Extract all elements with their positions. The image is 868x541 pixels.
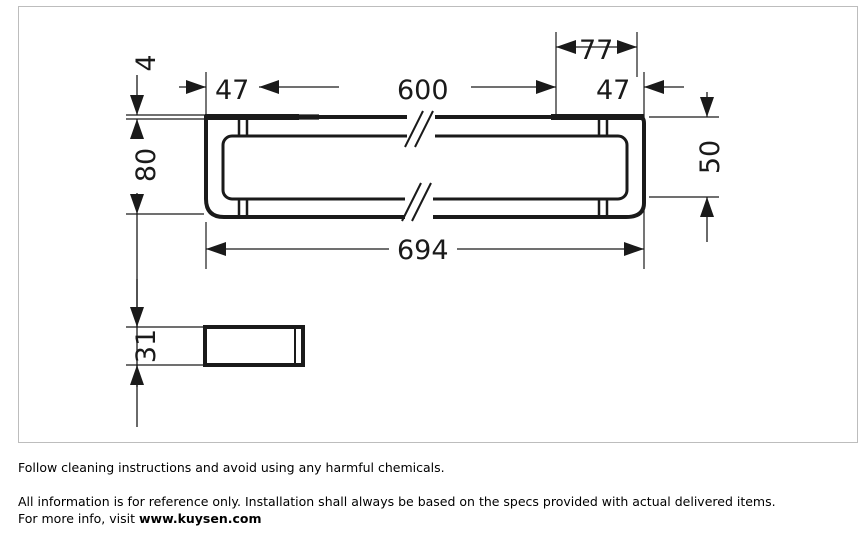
dim-depth: 80 xyxy=(131,148,162,182)
towel-bar-top-view xyxy=(204,110,646,222)
dim-height-right: 50 xyxy=(695,140,726,174)
note-reference: All information is for reference only. I… xyxy=(18,494,776,509)
towel-bar-side-view xyxy=(203,325,305,367)
note-more-info: For more info, visit www.kuysen.com xyxy=(18,510,858,527)
dim-length-between: 600 xyxy=(397,75,449,106)
technical-drawing: 47 600 47 77 694 4 80 50 31 xyxy=(126,32,726,427)
dim-top-gap: 4 xyxy=(131,54,162,71)
note-more-info-prefix: For more info, visit xyxy=(18,511,139,526)
website-link[interactable]: www.kuysen.com xyxy=(138,511,262,526)
dim-end-left: 47 xyxy=(215,75,249,106)
dim-end-right: 47 xyxy=(596,75,630,106)
dim-overall-length: 694 xyxy=(397,235,449,266)
notes: Follow cleaning instructions and avoid u… xyxy=(18,459,858,527)
note-cleaning: Follow cleaning instructions and avoid u… xyxy=(18,460,445,475)
drawing-frame: 47 600 47 77 694 4 80 50 31 xyxy=(18,6,858,443)
dim-end-right-total: 77 xyxy=(579,35,613,66)
dim-profile-height: 31 xyxy=(131,329,162,363)
